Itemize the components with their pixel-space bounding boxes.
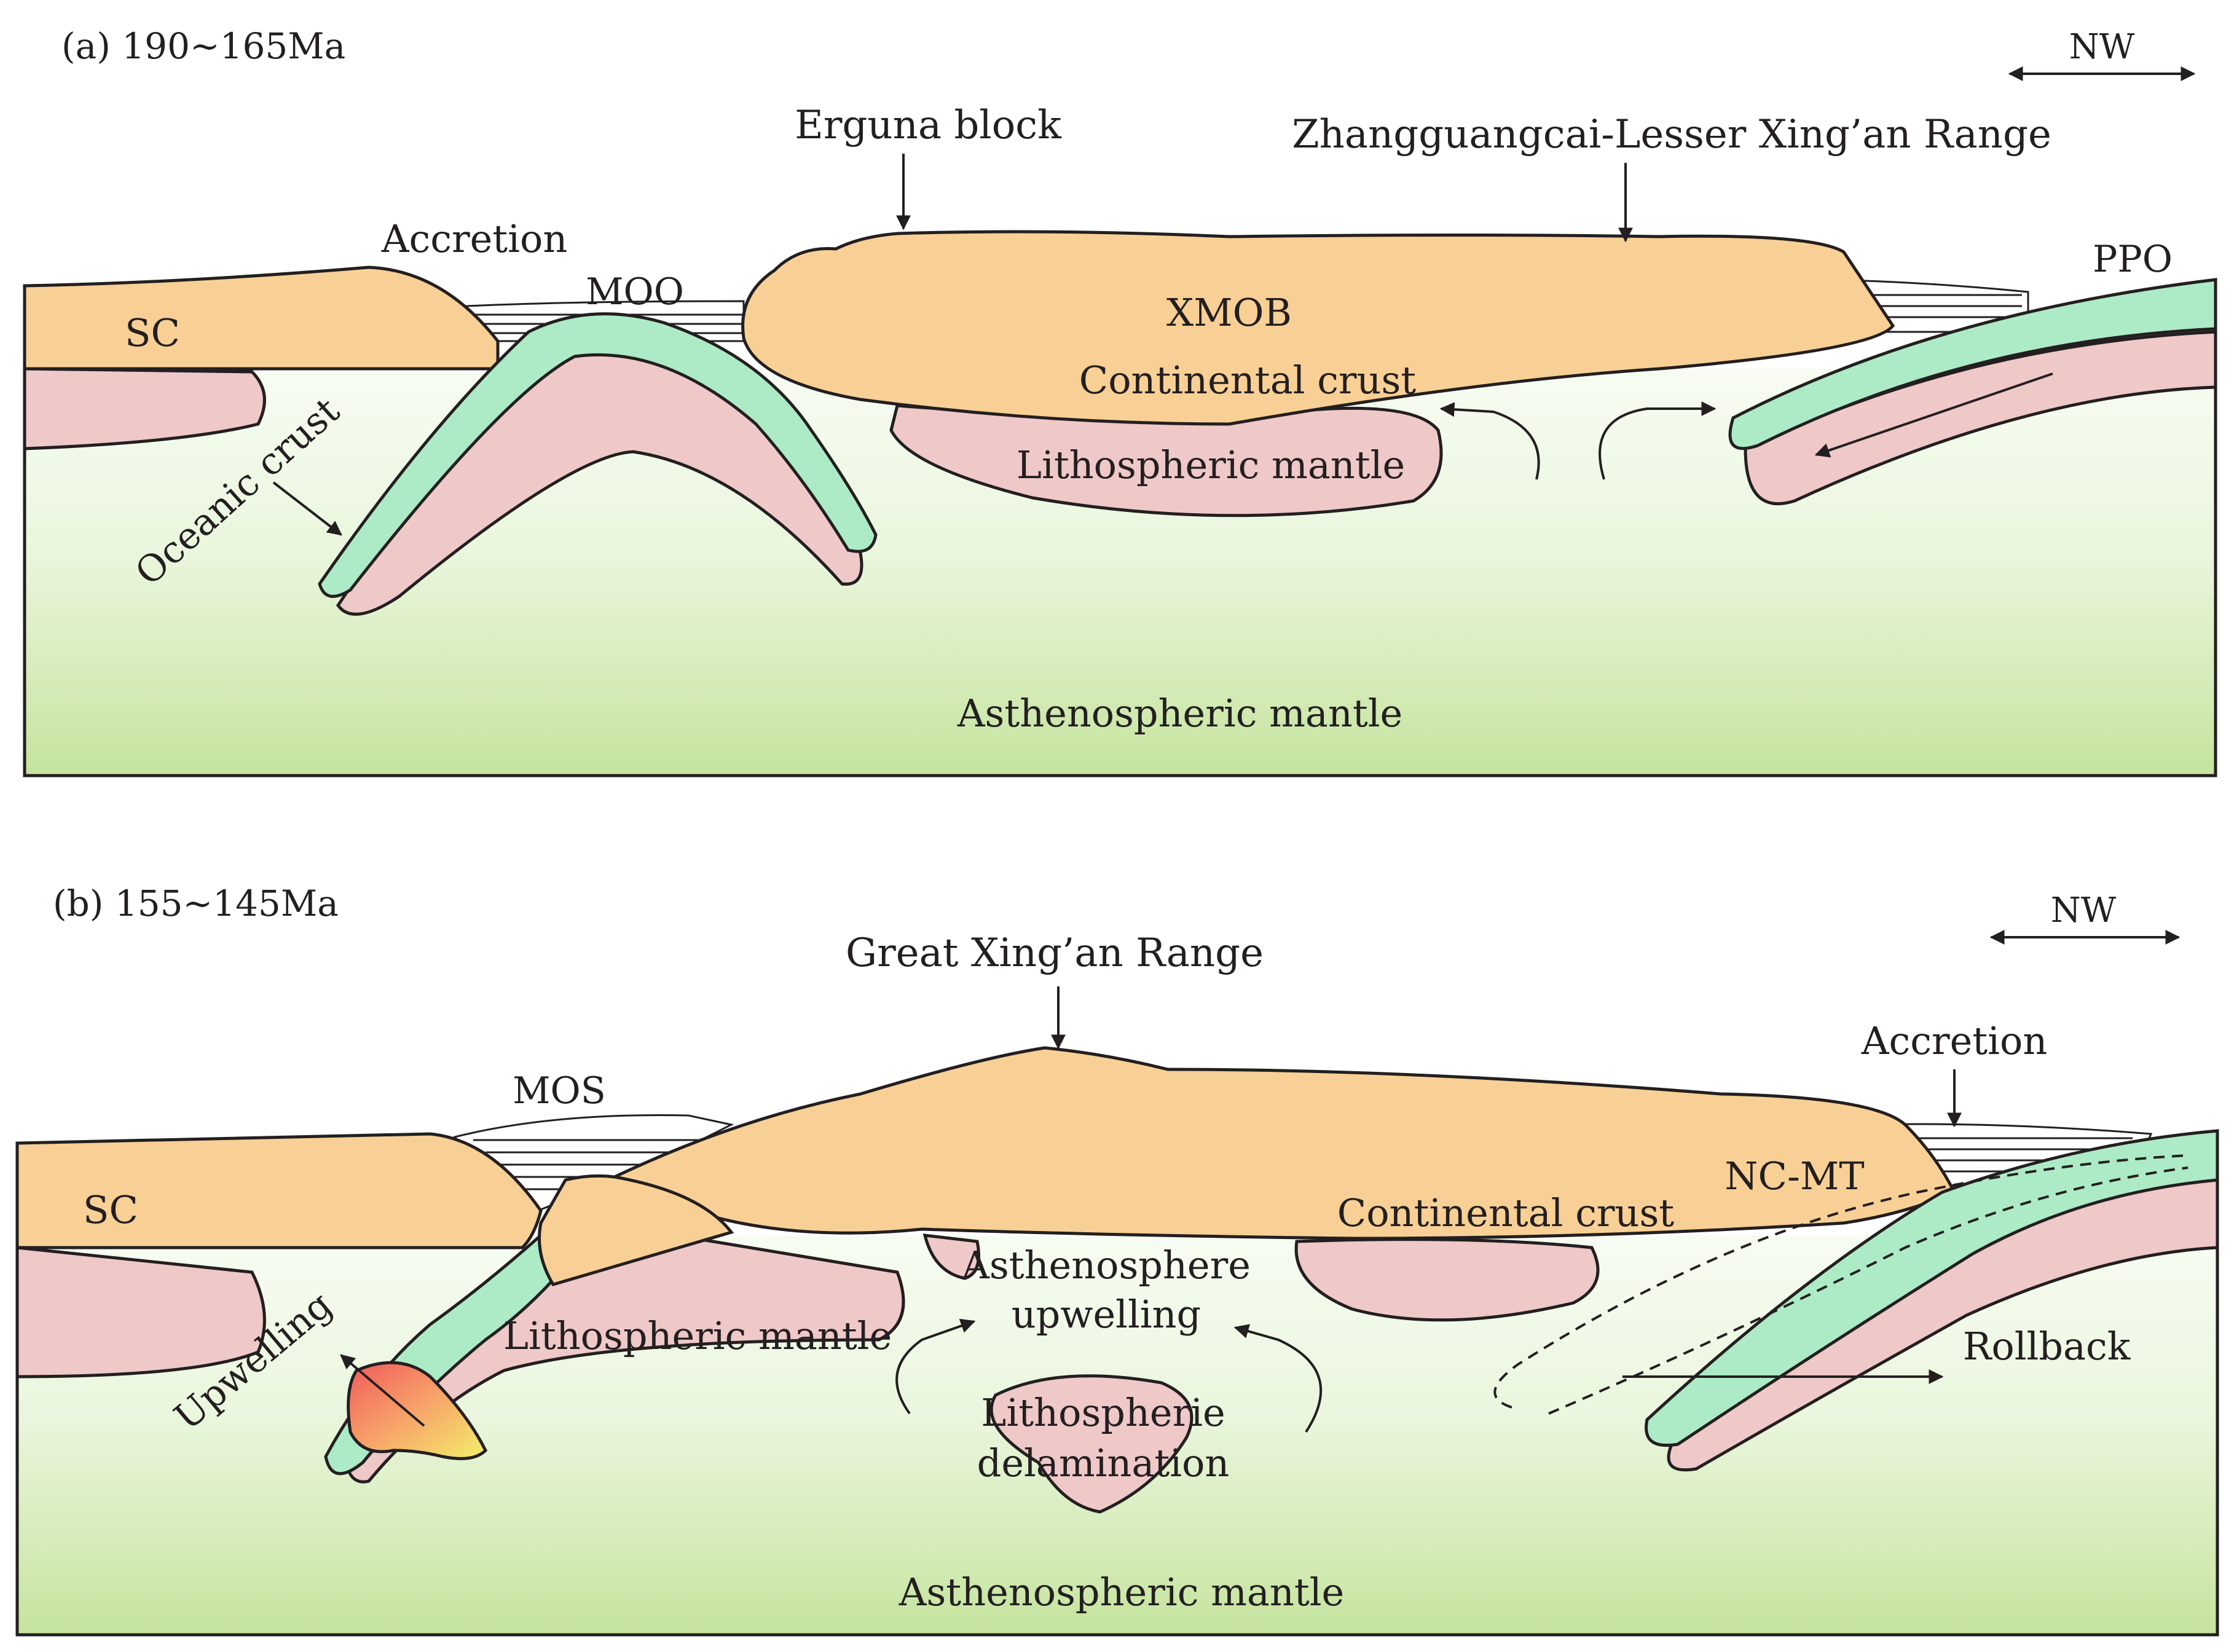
panel-b-caption: (b) 155~145Ma	[53, 883, 339, 924]
rollback-label: Rollback	[1963, 1324, 2131, 1369]
zxr-label: Zhangguangcai-Lesser Xing’an Range	[1292, 112, 2051, 157]
panel-a: (a) 190~165Ma NW Erguna block Zhangguang…	[23, 25, 2217, 777]
accretion-label-b: Accretion	[1861, 1018, 2048, 1063]
ppo-lithospheric-mantle	[1744, 330, 2217, 505]
continental-crust-label-b: Continental crust	[1337, 1190, 1675, 1235]
sc-label-b: SC	[83, 1187, 138, 1232]
slab-motion-arrow	[1814, 372, 2053, 458]
sc-mantle-b	[15, 1246, 266, 1379]
upwelling-arrow	[340, 1354, 425, 1427]
asthenospheric-mantle-label-b: Asthenospheric mantle	[899, 1570, 1345, 1615]
continental-crust-label-a: Continental crust	[1079, 358, 1417, 403]
crust-wedge-b	[538, 1174, 734, 1286]
moo-oceanic-crust	[318, 312, 878, 598]
asthenospheric-mantle-label-a: Asthenospheric mantle	[957, 691, 1403, 736]
panel-a-border	[23, 280, 2217, 777]
rollback-oceanic-crust	[1645, 1129, 2219, 1447]
sc-crust-b	[15, 1132, 543, 1249]
xmob-continental-crust	[741, 230, 1895, 426]
sc-mantle-a	[23, 367, 266, 450]
upwelling-arrow-left	[895, 1318, 976, 1415]
panel-b: (b) 155~145Ma NW Great Xing’an Range Acc…	[15, 883, 2219, 1637]
asthenosphere-upwelling-label: upwelling	[1012, 1292, 1201, 1337]
lithospheric-mantle-b-right	[1294, 1238, 1600, 1322]
direction-label-a: NW	[2069, 27, 2135, 67]
oceanic-crust-pointer-arrow	[272, 481, 342, 536]
delamination-label-1: Lithospherie	[981, 1390, 1225, 1435]
mantle-flow-arrow-left	[1439, 402, 1540, 480]
great-xingan-continental-crust	[611, 1046, 1957, 1240]
lithospheric-mantle-label-a: Lithospheric mantle	[1017, 442, 1405, 487]
erguna-block-label: Erguna block	[795, 103, 1062, 148]
panel-b-border	[15, 1131, 2219, 1637]
xmob-label: XMOB	[1166, 290, 1292, 335]
sc-crust-a	[23, 266, 500, 371]
upwelling-arrow-right	[1233, 1324, 1322, 1433]
mantle-flow-arrow-right	[1599, 401, 1717, 480]
delaminated-lithosphere	[989, 1374, 1194, 1514]
delamination-label-2: delamination	[977, 1441, 1230, 1485]
direction-label-b: NW	[2051, 891, 2117, 930]
gxr-label: Great Xing’an Range	[846, 930, 1264, 976]
asthenosphere-label: Asthenosphere	[961, 1243, 1251, 1288]
ppo-label: PPO	[2093, 238, 2173, 281]
ppo-oceanic-crust	[1728, 278, 2217, 450]
accretion-label-a: Accretion	[381, 216, 568, 261]
former-slab-outline	[1493, 1154, 2189, 1415]
mos-label: MOS	[513, 1069, 606, 1112]
panel-a-caption: (a) 190~165Ma	[61, 25, 345, 67]
ncmt-label: NC-MT	[1725, 1154, 1864, 1198]
lithospheric-mantle-label-b: Lithospheric mantle	[503, 1313, 892, 1358]
moo-label: MOO	[586, 270, 684, 313]
lithospheric-mantle-b-small	[922, 1233, 980, 1280]
upwelling-melt	[347, 1361, 488, 1460]
sc-label-a: SC	[125, 310, 180, 355]
